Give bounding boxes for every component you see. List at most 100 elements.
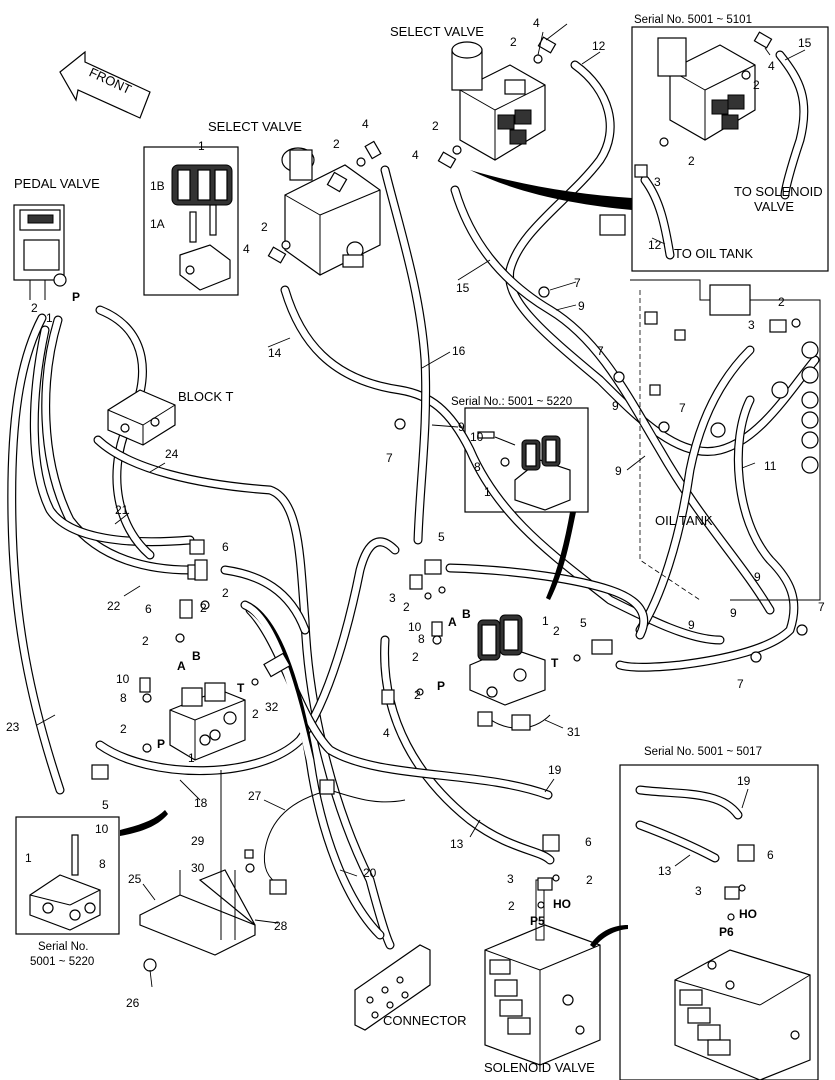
front-arrow: FRONT: [59, 50, 151, 119]
part-number: 6: [145, 602, 152, 616]
part-number: 6: [585, 835, 592, 849]
solenoid-coil-assembly: [171, 164, 233, 291]
part-number: 6: [222, 540, 229, 554]
part-number: 9: [754, 570, 761, 584]
solenoid-valve-main: [484, 879, 601, 1066]
part-number: 2: [753, 78, 760, 92]
port-b-left: B: [192, 649, 201, 663]
part-number: 1: [46, 311, 53, 325]
part-number: 7: [574, 276, 581, 290]
valve-serial-mid: [494, 435, 571, 511]
part-number: 2: [222, 586, 229, 600]
part-number: 1B: [150, 179, 165, 193]
to-solenoid-valve-line2: VALVE: [754, 199, 794, 214]
port-p-mid: P: [437, 679, 445, 693]
serial-top-right: Serial No. 5001 ~ 5101: [634, 14, 752, 26]
bracket-25: [139, 869, 256, 972]
part-number: 5: [438, 530, 445, 544]
part-number: 4: [412, 148, 419, 162]
part-number: 9: [578, 299, 585, 313]
part-number: 12: [592, 39, 606, 53]
part-number: 2: [142, 634, 149, 648]
port-p-left: P: [157, 737, 165, 751]
part-number: 1A: [150, 217, 165, 231]
part-number: 3: [695, 884, 702, 898]
serial-bottom-right: Serial No. 5001 ~ 5017: [644, 746, 762, 758]
to-solenoid-valve-line1: TO SOLENOID: [734, 184, 823, 199]
title-select-valve-top: SELECT VALVE: [390, 24, 484, 39]
part-number: 4: [243, 242, 250, 256]
part-number: 9: [458, 420, 465, 434]
part-number: 1: [198, 139, 205, 153]
hoses: [7, 50, 820, 950]
part-number: 12: [648, 238, 662, 252]
part-number: 28: [274, 919, 288, 933]
select-valve-inset: [657, 37, 756, 141]
part-number: 1: [188, 751, 195, 765]
part-number: 2: [414, 688, 421, 702]
part-number: 8: [474, 460, 481, 474]
part-number: 2: [586, 873, 593, 887]
part-number: 21: [115, 503, 129, 517]
part-number: 4: [768, 59, 775, 73]
solenoid-valve-inset: [674, 949, 811, 1080]
port-p5: P5: [530, 914, 545, 928]
part-number: 2: [778, 295, 785, 309]
part-number: 8: [99, 857, 106, 871]
part-number: 2: [200, 601, 207, 615]
serial-middle: Serial No.: 5001 ~ 5220: [451, 396, 572, 408]
title-oil-tank: OIL TANK: [655, 513, 713, 528]
part-number: 9: [730, 606, 737, 620]
serial-bottom-left-2: 5001 ~ 5220: [30, 956, 94, 968]
part-number: 3: [748, 318, 755, 332]
part-number: 24: [165, 447, 179, 461]
pedal-valve: [13, 204, 67, 300]
part-number: 3: [389, 591, 396, 605]
block-t: [107, 389, 176, 446]
part-number: 23: [6, 720, 20, 734]
valve-serial-left: [29, 834, 101, 931]
part-number: 2: [412, 650, 419, 664]
fittings: [91, 31, 808, 940]
port-p6: P6: [719, 925, 734, 939]
port-pedal-p: P: [72, 290, 80, 304]
part-number: 2: [261, 220, 268, 234]
part-number: 4: [383, 726, 390, 740]
part-number: 20: [363, 866, 377, 880]
part-number: 10: [470, 430, 484, 444]
part-number: 2: [31, 301, 38, 315]
part-number: 13: [658, 864, 672, 878]
part-number: 15: [456, 281, 470, 295]
part-number: 7: [597, 344, 604, 358]
part-number: 3: [654, 175, 661, 189]
part-number: 29: [191, 834, 205, 848]
part-number: 13: [450, 837, 464, 851]
port-t-left: T: [237, 681, 245, 695]
part-number: 6: [767, 848, 774, 862]
part-number: 7: [737, 677, 744, 691]
part-number: 5: [580, 616, 587, 630]
part-number: 8: [120, 691, 127, 705]
port-ho-inset: HO: [739, 907, 757, 921]
part-number: 2: [508, 899, 515, 913]
port-a-mid: A: [448, 615, 457, 629]
part-number: 31: [567, 725, 581, 739]
callout-wedges: [120, 170, 632, 948]
part-number: 1: [542, 614, 549, 628]
port-t-mid: T: [551, 656, 559, 670]
part-number: 2: [510, 35, 517, 49]
part-number: 19: [737, 774, 751, 788]
oil-tank: [599, 214, 821, 601]
control-valve-middle: [469, 614, 546, 706]
title-connector: CONNECTOR: [383, 1013, 467, 1028]
part-number: 25: [128, 872, 142, 886]
port-ho-main: HO: [553, 897, 571, 911]
title-solenoid-valve: SOLENOID VALVE: [484, 1060, 595, 1075]
part-number: 2: [403, 600, 410, 614]
select-valve-top: [451, 41, 546, 161]
part-number: 7: [679, 401, 686, 415]
title-select-valve-left: SELECT VALVE: [208, 119, 302, 134]
part-number: 7: [818, 600, 825, 614]
